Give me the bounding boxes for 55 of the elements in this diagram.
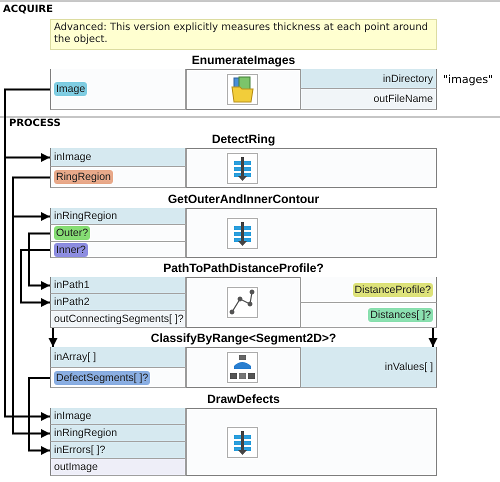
block-title: DrawDefects <box>207 392 280 407</box>
port-cell <box>50 225 186 242</box>
port-label: outConnectingSegments[ ]? <box>54 312 184 326</box>
port-badge: DefectSegments[ ]? <box>54 370 150 384</box>
port-cell <box>50 368 186 388</box>
port-label: inImage <box>54 409 92 423</box>
section-heading: ACQUIRE <box>3 4 53 16</box>
port-cell <box>50 148 186 167</box>
port-cell <box>50 242 186 258</box>
port-cell <box>50 408 186 425</box>
port-label: inRingRegion <box>54 209 118 223</box>
port-badge: Image <box>54 82 88 96</box>
port-cell <box>50 311 186 328</box>
connector-arrow <box>28 232 50 290</box>
block-title: DetectRing <box>212 132 276 147</box>
port-cell <box>50 167 186 188</box>
block-title: PathToPathDistanceProfile? <box>163 261 324 276</box>
port-label: inPath2 <box>54 295 90 309</box>
block-title: ClassifyByRange<Segment2D>? <box>150 331 336 346</box>
port-cell <box>300 277 437 303</box>
port-cell <box>50 347 186 368</box>
connector-arrow <box>28 377 50 455</box>
port-label: outImage <box>54 460 98 474</box>
port-badge: DistanceProfile? <box>352 282 433 296</box>
connector-arrow <box>20 249 50 307</box>
port-cell <box>50 69 186 110</box>
port-label: inPath1 <box>54 278 90 292</box>
block-title: GetOuterAndInnerContour <box>168 192 320 207</box>
port-label: inDirectory <box>382 72 433 86</box>
connector-arrow <box>12 176 50 438</box>
port-label: inRingRegion <box>54 426 118 440</box>
port-cell <box>300 347 437 388</box>
port-cell <box>50 425 186 442</box>
connector-arrow <box>48 328 58 347</box>
port-label: inImage <box>54 150 92 164</box>
connector-arrow <box>428 328 438 347</box>
port-badge: RingRegion <box>54 170 113 184</box>
port-cell <box>50 459 186 476</box>
parameter-value: "images" <box>443 72 494 88</box>
port-cell <box>50 442 186 459</box>
port-cell <box>50 277 186 294</box>
port-badge: Inner? <box>54 242 88 256</box>
block-title: EnumerateImages <box>192 53 296 68</box>
connector-arrow <box>4 88 50 421</box>
port-cell <box>50 294 186 311</box>
port-label: inArray[ ] <box>54 350 96 364</box>
port-label: inErrors[ ]? <box>54 443 106 457</box>
port-badge: Outer? <box>54 226 90 240</box>
port-label: outFileName <box>373 92 433 106</box>
port-label: inValues[ ] <box>384 360 433 374</box>
port-cell <box>300 89 437 110</box>
comment-note: Advanced: This version explicitly measures thickness at each point around the object. <box>50 19 437 50</box>
port-badge: Distances[ ]? <box>368 308 433 322</box>
port-cell <box>50 208 186 225</box>
section-heading: PROCESS <box>9 118 61 130</box>
